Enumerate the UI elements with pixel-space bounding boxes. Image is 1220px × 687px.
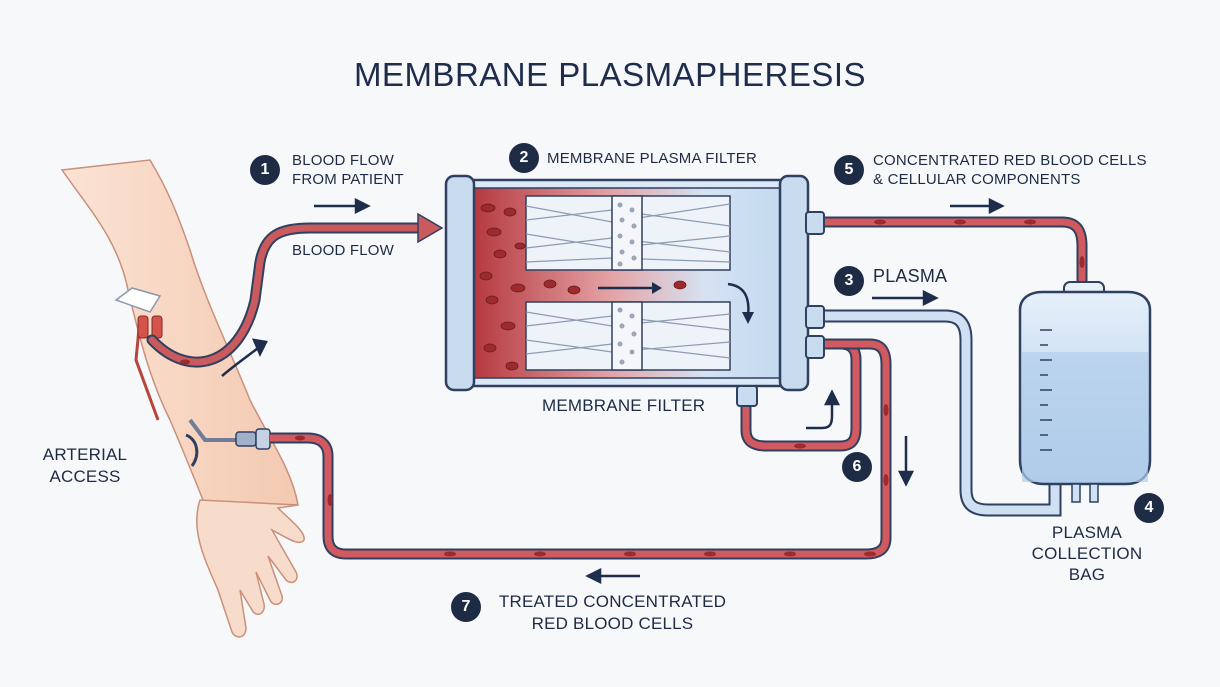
arterial-access-catheter: [114, 287, 271, 467]
membrane-filter-label: MEMBRANE FILTER: [542, 396, 706, 415]
flow-arrows: [221, 197, 1005, 585]
step-badge-6: 6: [842, 452, 872, 482]
tube-concentrated-rbc-outflow: [820, 216, 1088, 282]
arm-illustration: [60, 159, 305, 638]
step-badge-2: 2: [509, 143, 539, 173]
membrane-plasma-filter: [444, 174, 825, 407]
step-badge-7: 7: [451, 592, 481, 622]
step-badge-4: 4: [1134, 493, 1164, 523]
step-label-3: PLASMA: [873, 266, 948, 286]
blood-flow-label: BLOOD FLOW: [292, 242, 395, 259]
step-label-2: MEMBRANE PLASMA FILTER: [547, 150, 757, 167]
diagram-title: MEMBRANE PLASMAPHERESIS: [353, 56, 867, 93]
tube-return-loop: [180, 219, 1085, 560]
step-badge-5: 5: [834, 155, 864, 185]
step-badge-1: 1: [250, 155, 280, 185]
step-label-5: CONCENTRATED RED BLOOD CELLS& CELLULAR C…: [873, 152, 1147, 188]
step-badge-3: 3: [834, 266, 864, 296]
tube-plasma: [820, 309, 1062, 517]
plasma-collection-bag: [1018, 281, 1152, 503]
